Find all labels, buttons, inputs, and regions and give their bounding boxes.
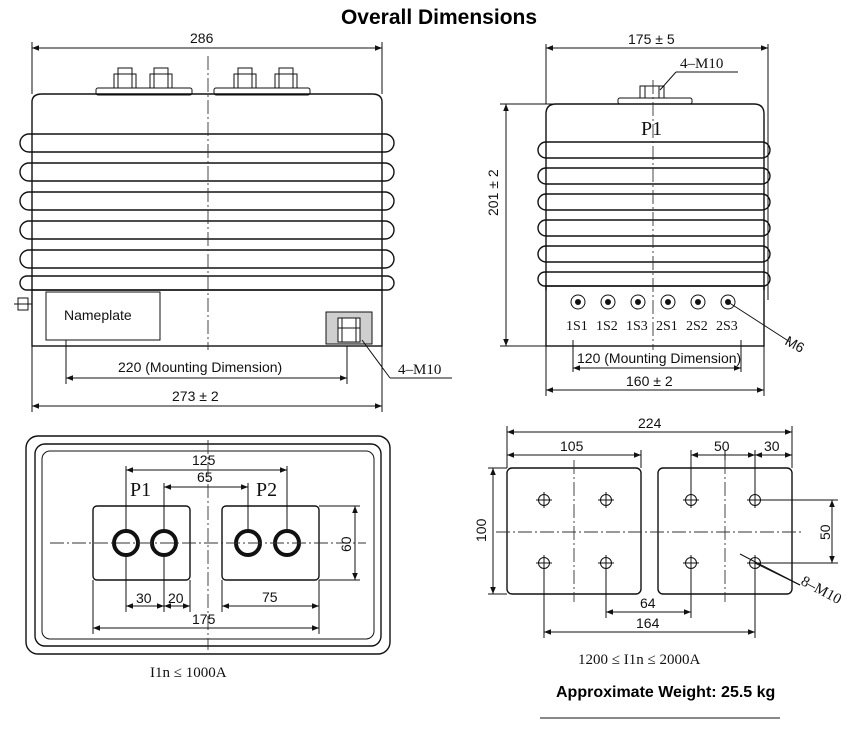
side-base-dim: 160 ± 2 — [626, 373, 673, 389]
busbar-rating: 1200 ≤ I1n ≤ 2000A — [578, 652, 700, 668]
top-dim-125: 125 — [192, 452, 216, 468]
terminal-1s3: 1S3 — [626, 319, 648, 334]
busbar-dim-50v: 50 — [817, 524, 833, 540]
top-dim-30: 30 — [136, 590, 152, 606]
ground-stud — [14, 297, 32, 311]
side-thread-label: 4–M10 — [680, 56, 723, 72]
front-ribs — [19, 133, 395, 291]
nameplate-box — [45, 291, 161, 341]
side-base — [545, 285, 765, 347]
front-thread-label: 4–M10 — [398, 362, 441, 378]
front-base — [31, 289, 383, 347]
front-mounting-dim: 220 (Mounting Dimension) — [118, 359, 282, 375]
side-mounting-dim: 120 (Mounting Dimension) — [577, 350, 741, 366]
busbar-hole-label: 8–M10 — [798, 573, 844, 607]
top-dim-20: 20 — [168, 590, 184, 606]
busbar-dim-64: 64 — [640, 595, 656, 611]
top-view: P1 P2 125 65 60 30 20 75 175 I1n ≤ 1000A — [25, 435, 391, 681]
terminal-2s2: 2S2 — [686, 319, 708, 334]
front-width-dim: 286 — [190, 30, 214, 46]
top-dim-75: 75 — [262, 589, 278, 605]
side-view: P1 1S1 1S2 1S3 2S1 2S2 2S3 M6 175 ± 5 4–… — [485, 31, 807, 396]
side-width-dim: 175 ± 5 — [628, 31, 675, 47]
top-label-p1: P1 — [130, 479, 151, 501]
front-body-outline — [31, 93, 383, 290]
terminal-1s1: 1S1 — [566, 319, 588, 334]
busbar-view: 224 105 50 30 100 50 8–M10 64 164 1200 ≤… — [473, 415, 844, 719]
side-top-terminal — [617, 85, 693, 105]
nameplate-label: Nameplate — [64, 307, 132, 323]
busbar-dim-30: 30 — [764, 438, 780, 454]
front-top-terminals — [95, 67, 311, 96]
busbar-holes — [536, 492, 763, 571]
top-label-p2: P2 — [256, 479, 277, 501]
approximate-weight: Approximate Weight: 25.5 kg — [556, 684, 776, 701]
side-ribs — [537, 141, 771, 287]
front-base-dim: 273 ± 2 — [172, 388, 219, 404]
mounting-bolt — [325, 311, 373, 345]
busbar-dim-100: 100 — [473, 518, 489, 542]
side-height-dim: 201 ± 2 — [485, 169, 501, 216]
top-dim-175: 175 — [192, 611, 216, 627]
terminal-2s3: 2S3 — [716, 319, 738, 334]
top-rating: I1n ≤ 1000A — [150, 665, 227, 681]
busbar-dim-105: 105 — [560, 438, 584, 454]
busbar-dim-224: 224 — [638, 415, 662, 431]
front-view: Nameplate 286 220 (Mounting Dimension) 2… — [14, 30, 452, 412]
busbar-dim-164: 164 — [636, 615, 660, 631]
side-screw-label: M6 — [783, 333, 808, 356]
top-dim-60: 60 — [338, 536, 354, 552]
terminal-1s2: 1S2 — [596, 319, 618, 334]
side-body-outline — [545, 103, 765, 290]
terminal-2s1: 2S1 — [656, 319, 678, 334]
top-dim-65: 65 — [197, 469, 213, 485]
busbar-dim-50: 50 — [714, 438, 730, 454]
drawing-title: Overall Dimensions — [340, 6, 538, 29]
side-primary-label: P1 — [641, 118, 662, 140]
